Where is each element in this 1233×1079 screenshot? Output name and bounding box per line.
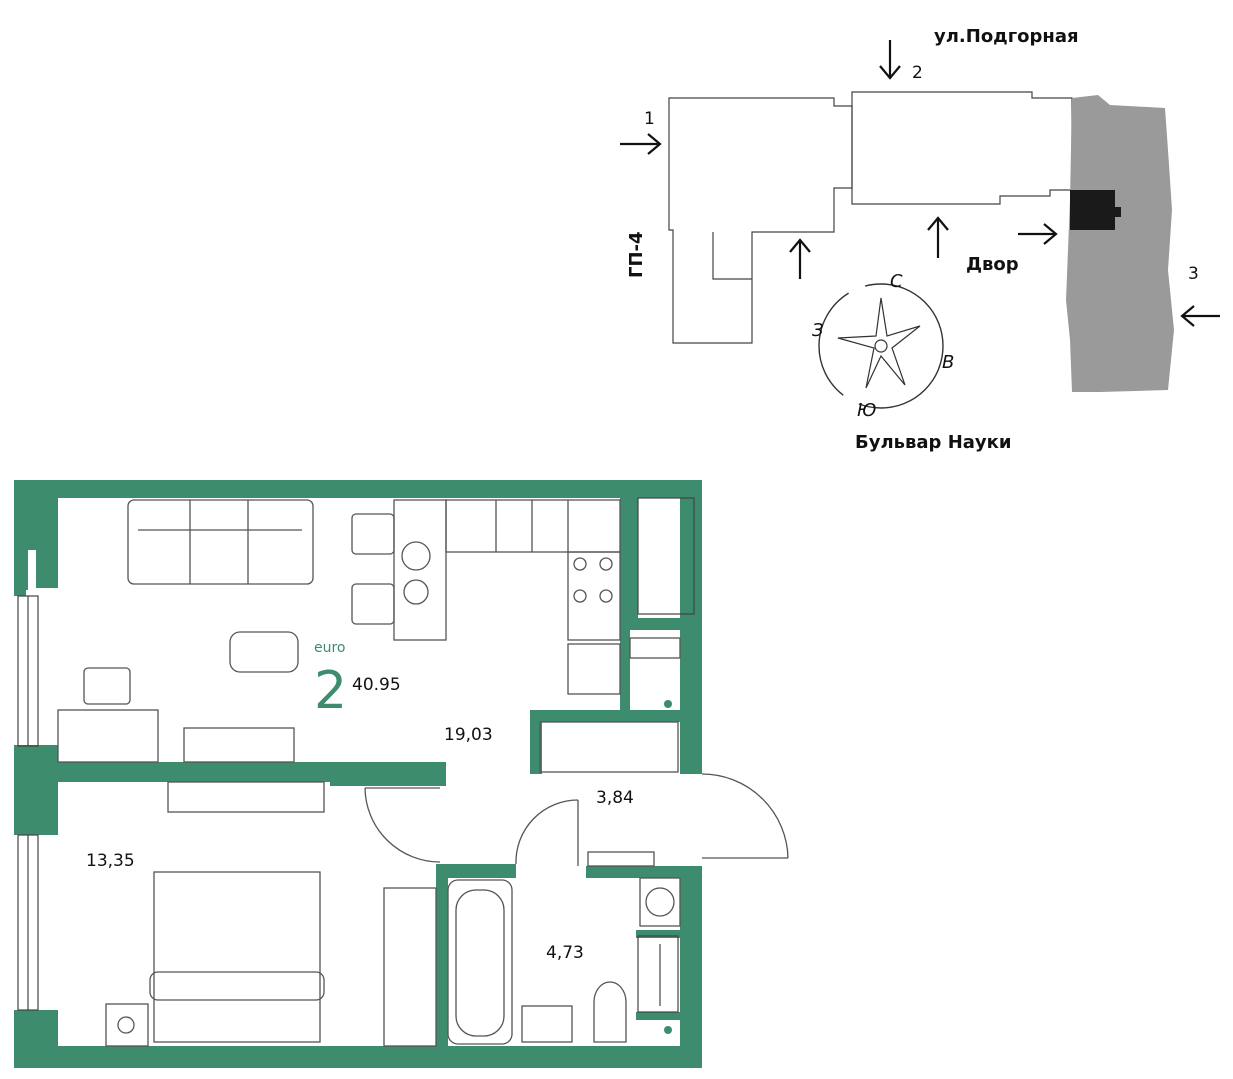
apartment-plan: euro 2 40.95 19,03 13,35 3,84 4,73 bbox=[14, 480, 789, 1068]
apartment-type: euro bbox=[314, 640, 346, 656]
bathroom-area: 4,73 bbox=[546, 943, 584, 963]
compass-south: Ю bbox=[857, 400, 876, 421]
building-outline-notch bbox=[712, 232, 752, 280]
doors bbox=[364, 773, 789, 866]
compass-east: В bbox=[942, 352, 954, 373]
arrow-section bbox=[1018, 223, 1058, 245]
living-kitchen-area: 19,03 bbox=[444, 725, 493, 745]
bedroom-area: 13,35 bbox=[86, 851, 135, 871]
section-marker-tab bbox=[1113, 207, 1121, 217]
site-plan: ул.Подгорная 2 1 3 Двор ГП-4 С В Ю З Бул… bbox=[620, 26, 1220, 453]
room-count: 2 bbox=[314, 661, 347, 721]
arrow-yard-right bbox=[927, 216, 949, 258]
building-label: ГП-4 bbox=[626, 231, 647, 278]
street-top-label: ул.Подгорная bbox=[934, 26, 1079, 47]
street-bottom-label: Бульвар Науки bbox=[855, 432, 1011, 453]
arrow-entrance-1 bbox=[620, 133, 662, 155]
entrance-3-label: 3 bbox=[1188, 264, 1199, 284]
windows bbox=[17, 497, 695, 1013]
entrance-2-label: 2 bbox=[912, 63, 923, 83]
section-marker bbox=[1070, 190, 1115, 230]
bed bbox=[105, 871, 437, 1047]
arrow-yard-left bbox=[789, 238, 811, 279]
entrance-1-label: 1 bbox=[644, 109, 655, 129]
building-outline-middle bbox=[851, 91, 1073, 205]
arrow-entrance-2 bbox=[879, 40, 901, 80]
living-furniture bbox=[57, 631, 679, 813]
hall-area: 3,84 bbox=[596, 788, 634, 808]
bathroom-fixtures bbox=[447, 851, 681, 1045]
sofa bbox=[127, 499, 314, 585]
riser-dot bbox=[664, 1026, 672, 1034]
arrow-entrance-3 bbox=[1180, 305, 1220, 327]
compass-north: С bbox=[890, 271, 903, 292]
riser-dot bbox=[664, 700, 672, 708]
building-outline-left bbox=[668, 97, 853, 344]
compass-west: З bbox=[812, 320, 824, 341]
walls bbox=[14, 480, 702, 1068]
total-area: 40.95 bbox=[352, 675, 401, 695]
yard-label: Двор bbox=[966, 254, 1019, 275]
building-highlight bbox=[1066, 95, 1174, 392]
compass-rose bbox=[818, 283, 944, 409]
kitchen-counter bbox=[351, 499, 681, 695]
